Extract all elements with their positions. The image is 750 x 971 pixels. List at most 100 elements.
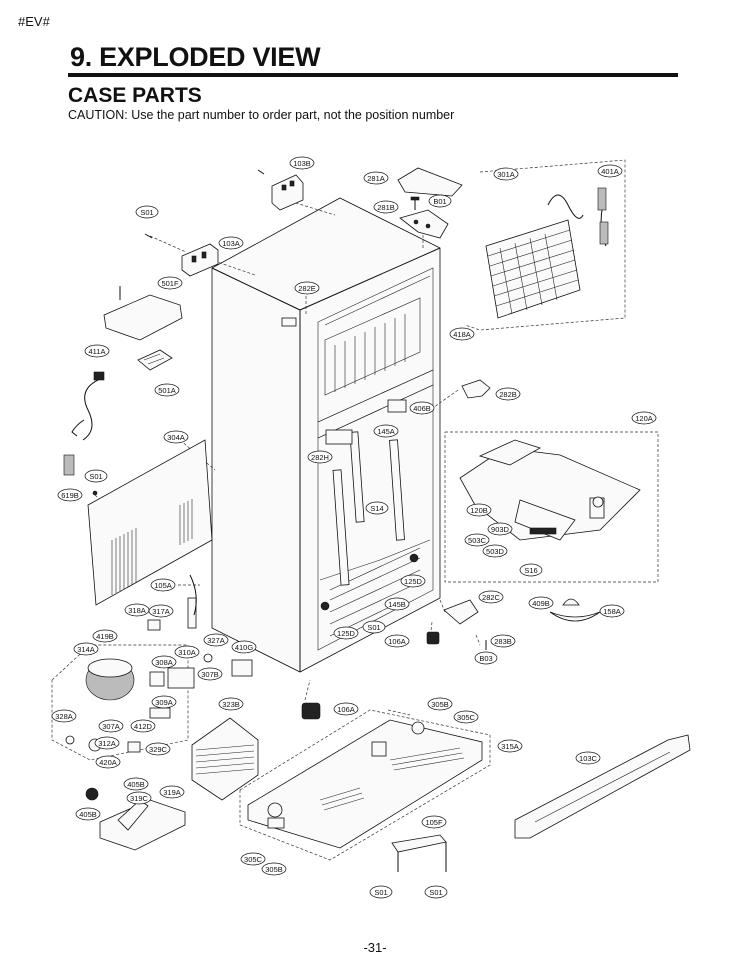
drip-tray <box>99 799 186 851</box>
svg-text:317A: 317A <box>152 607 170 616</box>
callout-309A: 309A <box>151 695 177 709</box>
svg-text:501F: 501F <box>161 279 179 288</box>
svg-text:619B: 619B <box>61 491 79 500</box>
callout-401A: 401A <box>597 164 623 178</box>
svg-text:B01: B01 <box>433 197 446 206</box>
svg-text:145B: 145B <box>388 600 406 609</box>
svg-text:308A: 308A <box>155 658 173 667</box>
callout-312A: 312A <box>94 736 120 750</box>
callout-labels: 103B 281A 301A 401A B01 S01 281B 103A 50… <box>51 156 657 899</box>
callout-503C: 503C <box>464 533 490 547</box>
callout-120A: 120A <box>631 411 657 425</box>
callout-318A: 318A <box>124 603 150 617</box>
svg-text:103B: 103B <box>293 159 311 168</box>
leader-lines <box>94 199 481 716</box>
callout-282B: 282B <box>495 387 521 401</box>
svg-text:125D: 125D <box>337 629 356 638</box>
svg-text:S01: S01 <box>367 623 380 632</box>
callout-903D: 903D <box>487 522 513 536</box>
callout-319C: 319C <box>126 791 152 805</box>
callout-281B: 281B <box>373 200 399 214</box>
callout-S14: S14 <box>365 501 389 515</box>
svg-text:328A: 328A <box>55 712 73 721</box>
svg-text:401A: 401A <box>601 167 619 176</box>
callout-105F: 105F <box>421 815 447 829</box>
svg-text:283B: 283B <box>494 637 512 646</box>
base-plate <box>239 709 491 861</box>
svg-text:411A: 411A <box>89 347 106 356</box>
callout-283B: 283B <box>490 634 516 648</box>
callout-412D: 412D <box>130 719 156 733</box>
callout-S01-a: S01 <box>135 205 159 219</box>
callout-619B: 619B <box>57 488 83 502</box>
svg-text:125D: 125D <box>404 577 423 586</box>
svg-text:282H: 282H <box>311 453 329 462</box>
callout-125D-b: 125D <box>333 626 359 640</box>
callout-310A: 310A <box>174 645 200 659</box>
svg-text:501A: 501A <box>158 386 176 395</box>
svg-text:103A: 103A <box>222 239 240 248</box>
callout-418A: 418A <box>449 327 475 341</box>
callout-323B: 323B <box>218 697 244 711</box>
svg-text:B03: B03 <box>479 654 492 663</box>
svg-text:903D: 903D <box>491 525 510 534</box>
callout-501F: 501F <box>157 276 183 290</box>
svg-text:305C: 305C <box>457 713 476 722</box>
callout-S01-b: S01 <box>84 469 108 483</box>
callout-301A: 301A <box>493 167 519 181</box>
svg-text:420A: 420A <box>99 758 117 767</box>
callout-158A: 158A <box>599 604 625 618</box>
callout-B01: B01 <box>428 194 452 208</box>
svg-text:281A: 281A <box>367 174 385 183</box>
callout-120B: 120B <box>466 503 492 517</box>
svg-text:410G: 410G <box>235 643 254 652</box>
svg-text:106A: 106A <box>337 705 355 714</box>
callout-282C: 282C <box>478 590 504 604</box>
callout-409B: 409B <box>528 596 554 610</box>
callout-105A: 105A <box>150 578 176 592</box>
callout-282E: 282E <box>294 281 320 295</box>
svg-text:406B: 406B <box>413 404 431 413</box>
fan-assembly <box>444 431 659 583</box>
svg-text:120A: 120A <box>635 414 653 423</box>
callout-406B: 406B <box>409 401 435 415</box>
svg-text:282B: 282B <box>499 390 517 399</box>
callout-420A: 420A <box>95 755 121 769</box>
svg-text:282E: 282E <box>298 284 316 293</box>
back-cover <box>63 439 213 606</box>
compressor-assembly <box>51 574 253 801</box>
svg-text:405B: 405B <box>127 780 145 789</box>
page-number: -31- <box>363 940 387 955</box>
hinge-part <box>397 167 463 239</box>
svg-text:309A: 309A <box>155 698 173 707</box>
svg-text:S14: S14 <box>370 504 383 513</box>
svg-text:S01: S01 <box>429 888 442 897</box>
callout-501A: 501A <box>154 383 180 397</box>
callout-B03: B03 <box>474 651 498 665</box>
subsection-title: CASE PARTS <box>68 84 202 107</box>
callout-106A-b: 106A <box>333 702 359 716</box>
section-title: 9. EXPLODED VIEW <box>70 42 321 72</box>
callout-319A: 319A <box>159 785 185 799</box>
callout-S01-d: S01 <box>369 885 393 899</box>
callout-328A: 328A <box>51 709 77 723</box>
callout-281A: 281A <box>363 171 389 185</box>
svg-text:305C: 305C <box>244 855 263 864</box>
svg-text:318A: 318A <box>128 606 146 615</box>
callout-145A: 145A <box>373 424 399 438</box>
bracket <box>391 834 447 872</box>
svg-text:305B: 305B <box>431 700 449 709</box>
callout-282H: 282H <box>307 450 333 464</box>
callout-103C: 103C <box>575 751 601 765</box>
hinge-cover-part <box>144 169 304 277</box>
svg-text:315A: 315A <box>501 742 519 751</box>
svg-text:120B: 120B <box>470 506 488 515</box>
callout-405B-b: 405B <box>75 807 101 821</box>
svg-text:304A: 304A <box>167 433 185 442</box>
callout-103A: 103A <box>218 236 244 250</box>
svg-text:301A: 301A <box>497 170 515 179</box>
callout-125D-a: 125D <box>400 574 426 588</box>
callout-305B-a: 305B <box>427 697 453 711</box>
svg-text:327A: 327A <box>207 636 225 645</box>
